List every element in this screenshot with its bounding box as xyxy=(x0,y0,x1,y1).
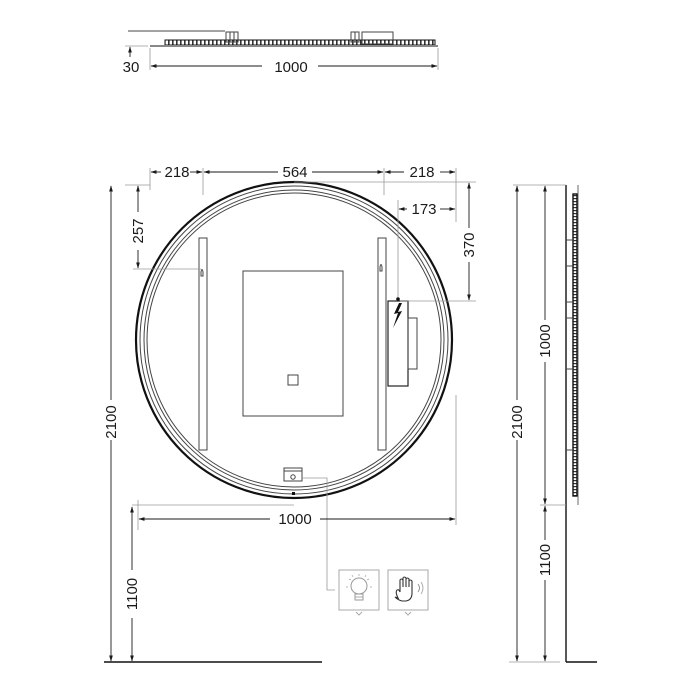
top-view: 30 1000 xyxy=(123,30,439,76)
right-hanging-hook-icon xyxy=(379,264,383,272)
right-mounting-rail xyxy=(377,237,387,451)
left-hanging-hook-icon xyxy=(200,269,204,277)
bottom-sensor-button xyxy=(290,474,296,480)
hand-sensor-icon xyxy=(387,569,429,616)
dim-370-label: 370 xyxy=(461,232,478,257)
dim-1000-label: 1000 xyxy=(278,511,311,528)
light-bulb-icon xyxy=(338,569,380,616)
side-dim-1100-label: 1100 xyxy=(537,544,554,576)
top-view-bracket-right-2 xyxy=(354,31,360,43)
mirror-ring-3 xyxy=(143,189,445,491)
front-view: 218 564 218 173 370 257 2100 1 xyxy=(103,164,478,663)
dim-218-right-label: 218 xyxy=(409,164,434,181)
touch-switch-square xyxy=(287,374,299,386)
demister-pad xyxy=(242,270,344,417)
side-view: 2100 1000 1100 xyxy=(509,184,597,663)
top-view-bracket-left-3 xyxy=(233,31,239,43)
dim-1100-label: 1100 xyxy=(124,578,141,610)
top-view-power-box xyxy=(361,31,394,45)
dim-257-label: 257 xyxy=(130,218,147,243)
mirror-ring-4 xyxy=(146,192,442,488)
top-view-depth-label: 30 xyxy=(123,59,140,76)
left-mounting-rail xyxy=(198,237,208,451)
dim-564-label: 564 xyxy=(282,164,307,181)
side-dim-2100-label: 2100 xyxy=(509,405,526,438)
electric-bolt-icon xyxy=(393,303,402,328)
sensor-leader-line xyxy=(302,477,335,591)
side-mirror-profile xyxy=(572,193,578,497)
function-icons xyxy=(338,569,429,616)
bottom-sensor-dot xyxy=(292,492,295,495)
side-dim-1000-label: 1000 xyxy=(537,324,554,357)
dim-218-left-label: 218 xyxy=(164,164,189,181)
power-connection-point xyxy=(396,297,400,301)
dim-2100-label: 2100 xyxy=(103,405,120,438)
top-view-width-label: 1000 xyxy=(274,59,307,76)
power-supply-cover xyxy=(407,317,418,370)
top-view-mirror-body xyxy=(164,39,436,46)
bottom-sensor-housing xyxy=(283,467,303,482)
dim-173-label: 173 xyxy=(411,201,436,218)
